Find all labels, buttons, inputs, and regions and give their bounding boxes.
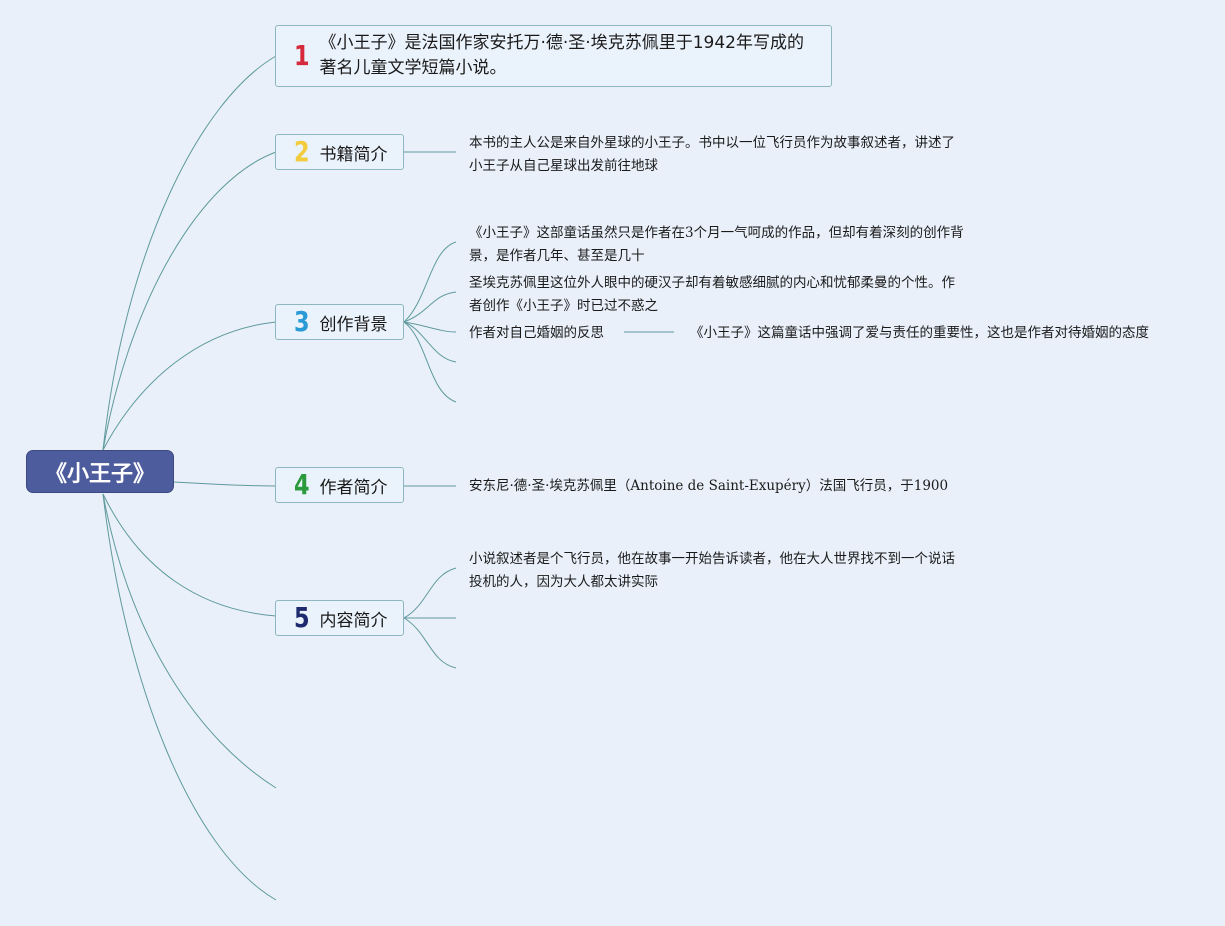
topic-2-number: 2: [293, 135, 310, 168]
edge-root-topic-6: [102, 493, 277, 789]
detail-background-2[interactable]: 圣埃克苏佩里这位外人眼中的硬汉子却有着敏感细腻的内心和忧郁柔曼的个性。作者创作《…: [469, 275, 955, 314]
detail-author-intro[interactable]: 安东尼·德·圣·埃克苏佩里（Antoine de Saint-Exupéry）法…: [469, 478, 949, 494]
topic-4-number: 4: [293, 468, 310, 501]
root-node[interactable]: 《小王子》: [26, 450, 174, 493]
topic-5-label: 内容简介: [319, 610, 388, 631]
edge-topic-3-detail-1: [403, 241, 457, 323]
detail-background-3[interactable]: 作者对自己婚姻的反思: [469, 325, 604, 341]
topic-node-2[interactable]: 2 书籍简介: [275, 134, 404, 170]
edge-topic-3-detail-4: [403, 321, 457, 363]
topic-node-4[interactable]: 4 作者简介: [275, 467, 404, 503]
topic-3-label: 创作背景: [319, 314, 388, 335]
detail-background-1[interactable]: 《小王子》这部童话虽然只是作者在3个月一气呵成的作品，但却有着深刻的创作背景，是…: [469, 225, 964, 264]
edge-root-topic-2: [102, 151, 277, 451]
edge-topic-3-detail-5: [403, 321, 457, 403]
detail-book-intro[interactable]: 本书的主人公是来自外星球的小王子。书中以一位飞行员作为故事叙述者，讲述了小王子从…: [469, 135, 955, 174]
topic-1-label: 《小王子》是法国作家安托万·德·圣·埃克苏佩里于1942年写成的著名儿童文学短篇…: [319, 33, 804, 78]
edge-root-topic-3: [102, 321, 277, 451]
detail-content-intro[interactable]: 小说叙述者是个飞行员，他在故事一开始告诉读者，他在大人世界找不到一个说话投机的人…: [469, 551, 955, 590]
topic-2-label: 书籍简介: [319, 144, 388, 165]
topic-4-label: 作者简介: [319, 477, 388, 498]
edge-root-topic-5: [102, 493, 277, 617]
topic-node-3[interactable]: 3 创作背景: [275, 304, 404, 340]
edge-root-topic-4: [173, 481, 277, 487]
edge-topic-3-detail-2: [403, 291, 457, 323]
topic-node-5[interactable]: 5 内容简介: [275, 600, 404, 636]
edge-topic-5-detail-3: [403, 617, 457, 669]
topic-5-number: 5: [293, 601, 310, 634]
root-label: 《小王子》: [44, 461, 155, 487]
edge-root-topic-1: [102, 55, 277, 451]
topic-node-1[interactable]: 1 《小王子》是法国作家安托万·德·圣·埃克苏佩里于1942年写成的著名儿童文学…: [275, 25, 832, 87]
topic-1-number: 1: [293, 39, 310, 72]
edge-root-topic-7: [102, 493, 277, 901]
edge-topic-3-detail-3: [403, 321, 457, 333]
edge-topic-5-detail-1: [403, 567, 457, 619]
detail-background-3-child[interactable]: 《小王子》这篇童话中强调了爱与责任的重要性，这也是作者对待婚姻的态度: [690, 325, 1149, 341]
topic-3-number: 3: [293, 305, 310, 338]
